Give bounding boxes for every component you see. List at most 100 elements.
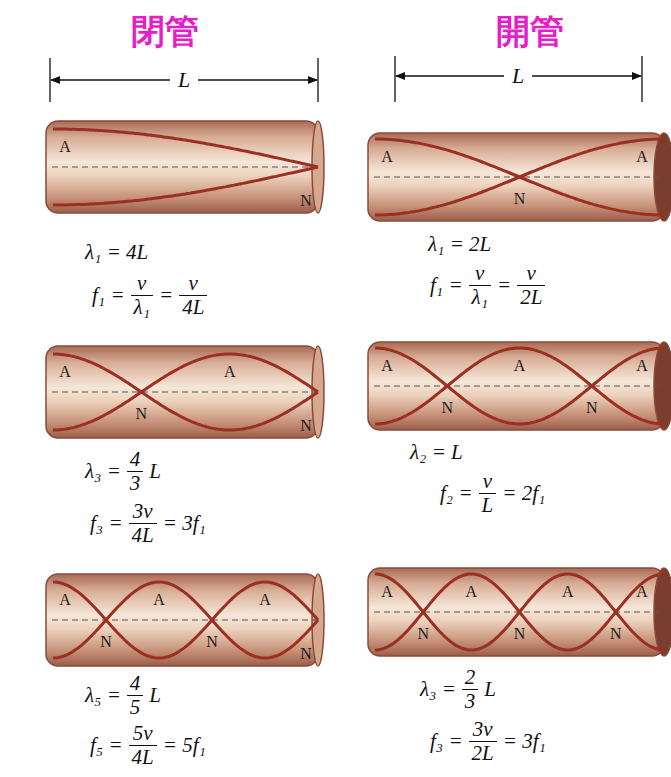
formula-text: λ₅ =: [85, 683, 121, 708]
formula-text: λ₁ = 4L: [85, 240, 148, 265]
antinode-label: A: [59, 591, 71, 609]
formula-text: λ₁ = 2L: [428, 232, 491, 257]
node-label: N: [206, 633, 218, 651]
formula-text: 2L: [469, 741, 497, 765]
antinode-label: A: [59, 138, 71, 156]
formula-text: = 2f₁: [502, 481, 545, 506]
open-pipe: [368, 342, 671, 430]
formula-text: 4L: [129, 523, 157, 547]
formula-text: 5: [127, 695, 144, 719]
formula-line: f₁ =vλ₁=v4L: [92, 272, 207, 319]
formula-text: f₁ =: [92, 283, 125, 308]
node-label: N: [441, 399, 453, 417]
wave-curve: [375, 139, 664, 215]
wave-curve: [375, 348, 664, 424]
node-label: N: [136, 405, 148, 423]
formula-line: f₃ =3v2L= 3f₁: [430, 718, 546, 765]
formula-text: L: [149, 683, 161, 708]
wave-curve: [375, 348, 664, 424]
length-label: L: [176, 68, 192, 92]
antinode-label: A: [636, 357, 648, 375]
fraction: 5v4L: [129, 722, 157, 769]
antinode-label: A: [562, 583, 574, 601]
fraction: v2L: [517, 262, 545, 309]
antinode-label: A: [514, 357, 526, 375]
wave-curve: [375, 574, 664, 650]
antinode-label: A: [466, 583, 478, 601]
wave-curve: [375, 139, 664, 215]
node-label: N: [300, 645, 312, 663]
node-label: N: [300, 417, 312, 435]
node-label: N: [610, 625, 622, 643]
fraction: 45: [127, 672, 144, 719]
formula-line: λ₁ = 2L: [428, 232, 491, 257]
wave-curve: [53, 354, 318, 430]
fraction: vL: [479, 470, 497, 517]
closed-pipe: [46, 121, 324, 213]
formula-text: λ₁: [469, 285, 491, 309]
formula-text: =: [159, 283, 173, 308]
formula-text: 5v: [130, 722, 156, 745]
antinode-label: A: [381, 357, 393, 375]
formula-text: f₂ =: [440, 481, 473, 506]
formula-line: λ₃ =23L: [420, 666, 496, 713]
formula-line: λ₅ =45L: [85, 672, 161, 719]
closed-pipe: [46, 346, 324, 438]
formula-line: f₂ =vL= 2f₁: [440, 470, 545, 517]
formula-text: v: [480, 470, 495, 493]
formula-text: 2: [462, 666, 479, 689]
formula-text: 2L: [517, 285, 545, 309]
formula-line: λ₂ = L: [410, 440, 463, 465]
node-label: N: [100, 633, 112, 651]
wave-curve: [53, 167, 318, 205]
formula-text: = 3f₁: [163, 511, 206, 536]
formula-text: 4L: [179, 295, 207, 319]
wave-curve: [375, 574, 664, 650]
fraction: 23: [462, 666, 479, 713]
wave-curve: [53, 129, 318, 167]
formula-text: v: [472, 262, 487, 285]
formula-text: λ₁: [131, 295, 153, 319]
antinode-label: A: [381, 583, 393, 601]
formula-line: λ₃ =43L: [85, 448, 161, 495]
formula-text: 3: [462, 689, 479, 713]
formula-text: L: [149, 459, 161, 484]
wave-curve: [53, 582, 318, 658]
fraction: v4L: [179, 272, 207, 319]
open-pipe: [368, 133, 671, 221]
antinode-label: A: [636, 148, 648, 166]
formula-line: λ₁ = 4L: [85, 240, 148, 265]
formula-text: = 5f₁: [163, 733, 206, 758]
formula-line: f₁ =vλ₁=v2L: [430, 262, 545, 309]
formula-text: 4L: [129, 745, 157, 769]
node-label: N: [417, 625, 429, 643]
formula-text: =: [497, 273, 511, 298]
formula-text: 3v: [130, 500, 156, 523]
antinode-label: A: [381, 148, 393, 166]
fraction: vλ₁: [131, 272, 153, 319]
dimension-line: [50, 56, 642, 102]
formula-text: λ₂ = L: [410, 440, 463, 465]
wave-curve: [53, 354, 318, 430]
formula-text: f₃ =: [430, 729, 463, 754]
formula-text: 3v: [470, 718, 496, 741]
formula-text: L: [484, 677, 496, 702]
formula-text: 4: [127, 448, 144, 471]
formula-text: 4: [127, 672, 144, 695]
fraction: vλ₁: [469, 262, 491, 309]
standing-wave: [53, 129, 664, 658]
open-pipe: [368, 568, 671, 656]
closed-pipe: [46, 574, 324, 666]
node-label: N: [514, 625, 526, 643]
formula-text: L: [479, 493, 497, 517]
formula-text: v: [186, 272, 201, 295]
formula-text: f₅ =: [90, 733, 123, 758]
formula-text: v: [524, 262, 539, 285]
antinode-label: A: [59, 363, 71, 381]
node-label: N: [514, 190, 526, 208]
fraction: 3v4L: [129, 500, 157, 547]
node-label: N: [300, 192, 312, 210]
pipe-title: 開管: [496, 13, 564, 50]
